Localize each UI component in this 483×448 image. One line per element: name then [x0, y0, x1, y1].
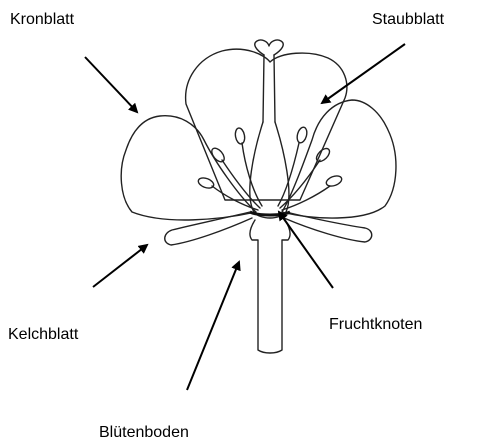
anther [234, 127, 246, 144]
label-kronblatt: Kronblatt [10, 12, 74, 28]
arrow-kelchblatt [93, 245, 147, 287]
stigma [255, 40, 283, 55]
anther [325, 174, 343, 188]
anther [209, 146, 226, 164]
label-staubblatt: Staubblatt [372, 12, 444, 28]
label-fruchtknoten: Fruchtknoten [329, 317, 422, 333]
arrow-fruchtknoten [279, 212, 333, 288]
label-kelchblatt: Kelchblatt [8, 327, 78, 343]
arrow-bluetenboden [187, 262, 239, 390]
anther [296, 126, 309, 144]
arrow-kronblatt [85, 57, 137, 112]
back-petal [186, 49, 347, 200]
arrow-staubblatt [322, 44, 405, 103]
receptacle-stem [250, 220, 290, 353]
left-sepal [165, 212, 252, 245]
label-bluetenboden: Blütenboden [99, 425, 189, 441]
anther [197, 176, 215, 190]
style [263, 55, 275, 122]
flower-center [250, 212, 290, 215]
